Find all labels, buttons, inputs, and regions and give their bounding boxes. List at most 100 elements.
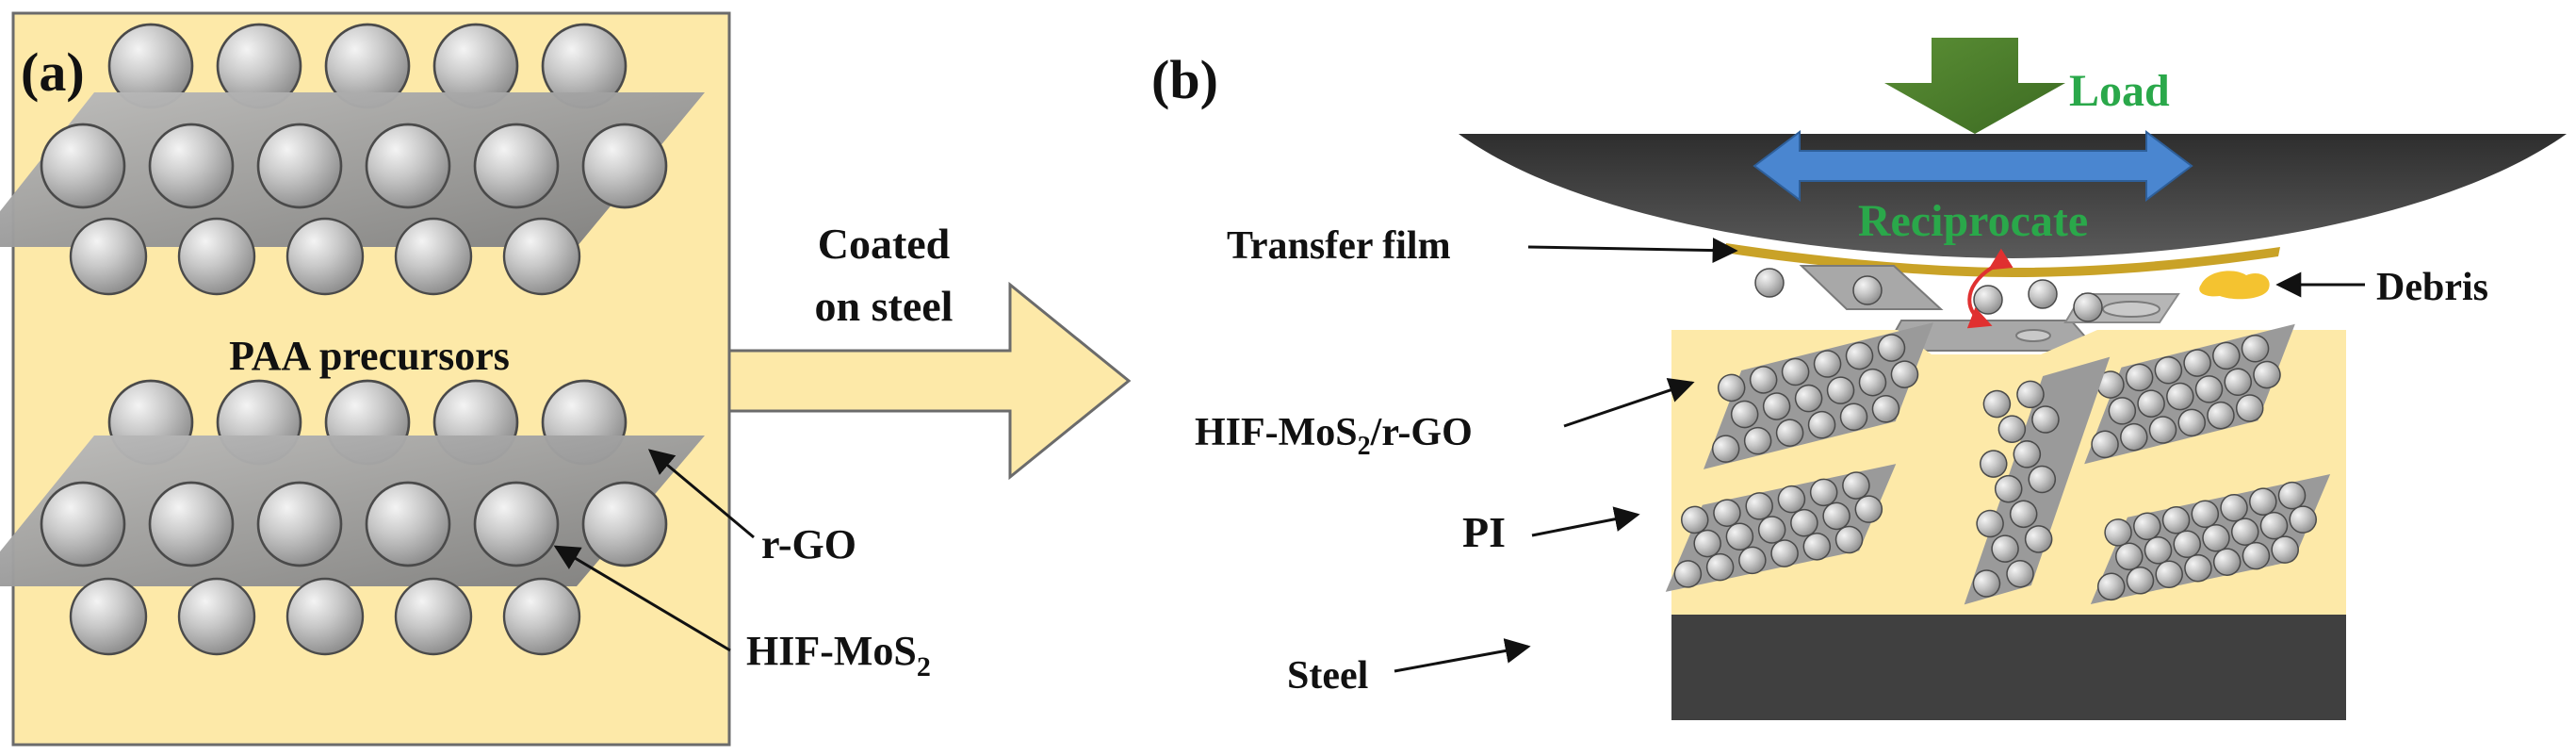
- hif-mos2-subscript: 2: [917, 651, 931, 682]
- mos2-sphere: [2212, 548, 2242, 576]
- mos2-sphere: [2194, 375, 2224, 403]
- mos2-sphere: [2108, 397, 2137, 425]
- mos2-sphere: [2184, 553, 2212, 583]
- mos2-sphere: [1845, 341, 1874, 370]
- mos2-sphere: [1777, 485, 1806, 514]
- steel-pointer: [1394, 638, 1531, 673]
- mos2-sphere: [2207, 401, 2235, 430]
- mos2-sphere: [148, 481, 235, 567]
- mos2-sphere: [1858, 368, 1887, 397]
- mos2-sphere: [256, 123, 343, 209]
- mos2-sphere: [2253, 360, 2281, 389]
- mos2-sphere: [1809, 478, 1838, 507]
- lower-mos2-rgo-stack: [0, 379, 705, 656]
- composite-pointer: [1563, 377, 1695, 428]
- mos2-sphere: [1673, 560, 1703, 588]
- load-label: Load: [2069, 66, 2170, 116]
- mos2-sphere: [1757, 516, 1786, 544]
- mos2-sphere: [1743, 426, 1772, 455]
- mos2-sphere: [365, 123, 451, 209]
- mos2-sphere: [2013, 440, 2042, 468]
- debris-label: Debris: [2376, 266, 2488, 309]
- mos2-sphere: [2120, 422, 2148, 452]
- debris-particle: [2199, 271, 2270, 300]
- rgo-pointer-arrow: [647, 449, 755, 539]
- mos2-sphere: [1693, 529, 1721, 558]
- debris-sphere: [2073, 292, 2103, 322]
- transfer-film-label: Transfer film: [1227, 224, 1451, 268]
- on-steel-label: on steel: [815, 282, 954, 330]
- mos2-sphere: [69, 217, 148, 296]
- mos2-sphere: [285, 577, 365, 656]
- counterface-ball: [1459, 134, 2567, 258]
- mos2-sphere: [2148, 416, 2177, 444]
- mos2-sphere: [1770, 539, 1799, 567]
- mos2-sphere: [2024, 525, 2053, 553]
- mos2-sphere: [1813, 350, 1842, 378]
- mos2-sphere: [1711, 435, 1740, 463]
- mos2-sphere: [2096, 572, 2126, 601]
- mos2-sphere: [40, 481, 126, 567]
- panel-a-label: (a): [21, 41, 85, 103]
- mos2-sphere: [502, 217, 581, 296]
- mos2-sphere: [1972, 569, 2001, 598]
- debris-sphere: [2028, 279, 2058, 309]
- mos2-sphere: [1738, 546, 1767, 575]
- mos2-sphere: [1745, 492, 1773, 520]
- mos2-sphere: [1994, 474, 2023, 503]
- mos2-sphere: [1976, 509, 2004, 538]
- mos2-sphere: [285, 217, 365, 296]
- reciprocate-arrow: [1753, 130, 2193, 202]
- wear-flake-small: [2015, 329, 2051, 342]
- paa-precursors-label: PAA precursors: [229, 333, 510, 379]
- panel-a: (a) PAA precursors r-GO HIF-MoS2: [0, 11, 931, 747]
- mos2-sphere: [2289, 505, 2317, 534]
- mos2-sphere: [502, 577, 581, 656]
- mos2-sphere: [1802, 533, 1832, 561]
- mos2-sphere: [2235, 394, 2264, 422]
- mos2-sphere: [1890, 360, 1919, 388]
- mos2-sphere: [1725, 522, 1754, 551]
- mos2-sphere: [1991, 534, 2019, 563]
- mos2-sphere: [1781, 357, 1810, 386]
- mos2-sphere: [148, 123, 235, 209]
- mos2-sphere: [2241, 334, 2270, 363]
- big-transfer-arrow: [727, 281, 1132, 481]
- mos2-sphere: [1680, 505, 1709, 534]
- mos2-sphere: [394, 577, 473, 656]
- mos2-sphere: [1790, 508, 1818, 537]
- mos2-sphere: [2028, 465, 2057, 494]
- mos2-sphere: [2183, 349, 2211, 377]
- mos2-sphere: [1705, 552, 1735, 582]
- composite-flake: [2084, 323, 2295, 465]
- coated-on-steel-arrow: Coated on steel: [727, 220, 1132, 481]
- mos2-sphere: [69, 577, 148, 656]
- hif-mos2-main: HIF-MoS: [746, 628, 917, 674]
- mos2-sphere: [1834, 525, 1864, 554]
- composite-flake: [2090, 474, 2331, 604]
- debris-sphere: [1754, 268, 1785, 298]
- mos2-sphere: [1713, 499, 1741, 527]
- mos2-sphere: [473, 123, 560, 209]
- mos2-sphere: [1982, 389, 2012, 419]
- coated-label: Coated: [818, 220, 951, 268]
- mos2-sphere: [365, 481, 451, 567]
- mos2-sphere: [1749, 366, 1778, 394]
- upper-mos2-rgo-stack: [0, 23, 705, 296]
- mos2-sphere: [1842, 471, 1870, 500]
- composite-flake: [1964, 356, 2111, 605]
- pi-label: PI: [1462, 508, 1506, 556]
- mos2-sphere: [2212, 341, 2241, 370]
- composite-label-subscript: 2: [1358, 432, 1371, 461]
- mos2-sphere: [1822, 501, 1850, 531]
- mos2-sphere: [2166, 382, 2194, 411]
- wear-flake-oval: [2102, 301, 2160, 318]
- panel-b-label: (b): [1151, 49, 1218, 110]
- composite-label-tail: /r-GO: [1370, 411, 1473, 454]
- load-arrow: [1884, 38, 2065, 134]
- mos2-sphere: [1826, 376, 1855, 404]
- mos2-sphere: [40, 123, 126, 209]
- mos2-sphere: [2154, 355, 2183, 385]
- mos2-sphere: [177, 577, 256, 656]
